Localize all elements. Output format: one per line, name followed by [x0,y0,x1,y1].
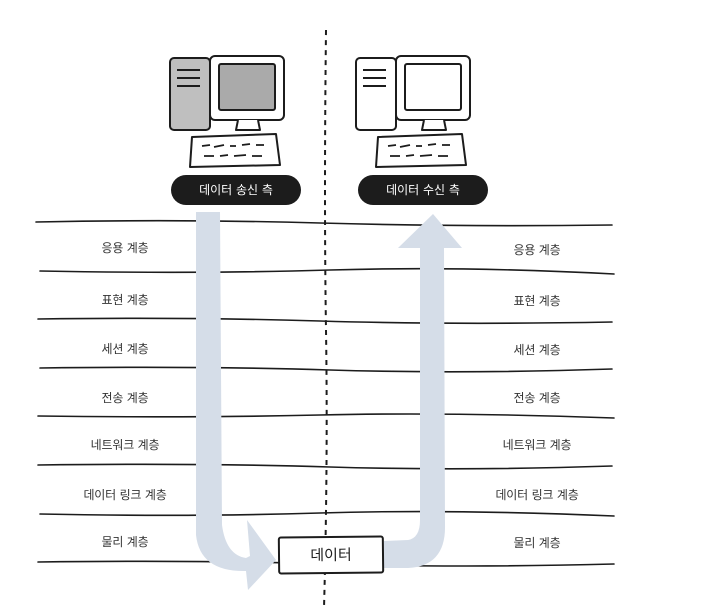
sender-layer-application: 응용 계층 [101,241,149,255]
layer-line [35,219,613,227]
receiver-layer-datalink: 데이터 링크 계층 [495,488,579,502]
receiver-layer-presentation: 표현 계층 [513,294,561,308]
network-divider [323,29,328,609]
layer-line [39,267,615,275]
receiver-layer-application: 응용 계층 [513,243,561,257]
sender-layer-physical: 물리 계층 [101,535,149,549]
receiver-layer-network: 네트워크 계층 [502,438,572,452]
layer-line [37,463,613,470]
receiver-layer-transport: 전송 계층 [513,391,561,405]
layer-line [39,366,613,373]
layer-line [39,510,615,517]
data-flow-arrow [196,212,276,590]
data-flow-arrow-up [384,214,462,568]
sender-layer-transport: 전송 계층 [101,391,149,405]
sender-layer-presentation: 표현 계층 [101,293,149,307]
receiver-label: 데이터 수신 측 [358,175,488,205]
layer-line [37,413,615,419]
sender-layer-datalink: 데이터 링크 계층 [83,488,167,502]
sender-layer-network: 네트워크 계층 [90,438,160,452]
receiver-layer-physical: 물리 계층 [513,536,561,550]
sender-label: 데이터 송신 측 [171,175,301,205]
sender-layer-session: 세션 계층 [101,342,149,356]
data-packet-box: 데이터 [277,535,385,575]
receiver-computer-icon [355,55,471,168]
layer-line [37,317,613,325]
sender-computer-icon [169,55,285,168]
receiver-layer-session: 세션 계층 [513,343,561,357]
layer-lines [35,219,615,567]
